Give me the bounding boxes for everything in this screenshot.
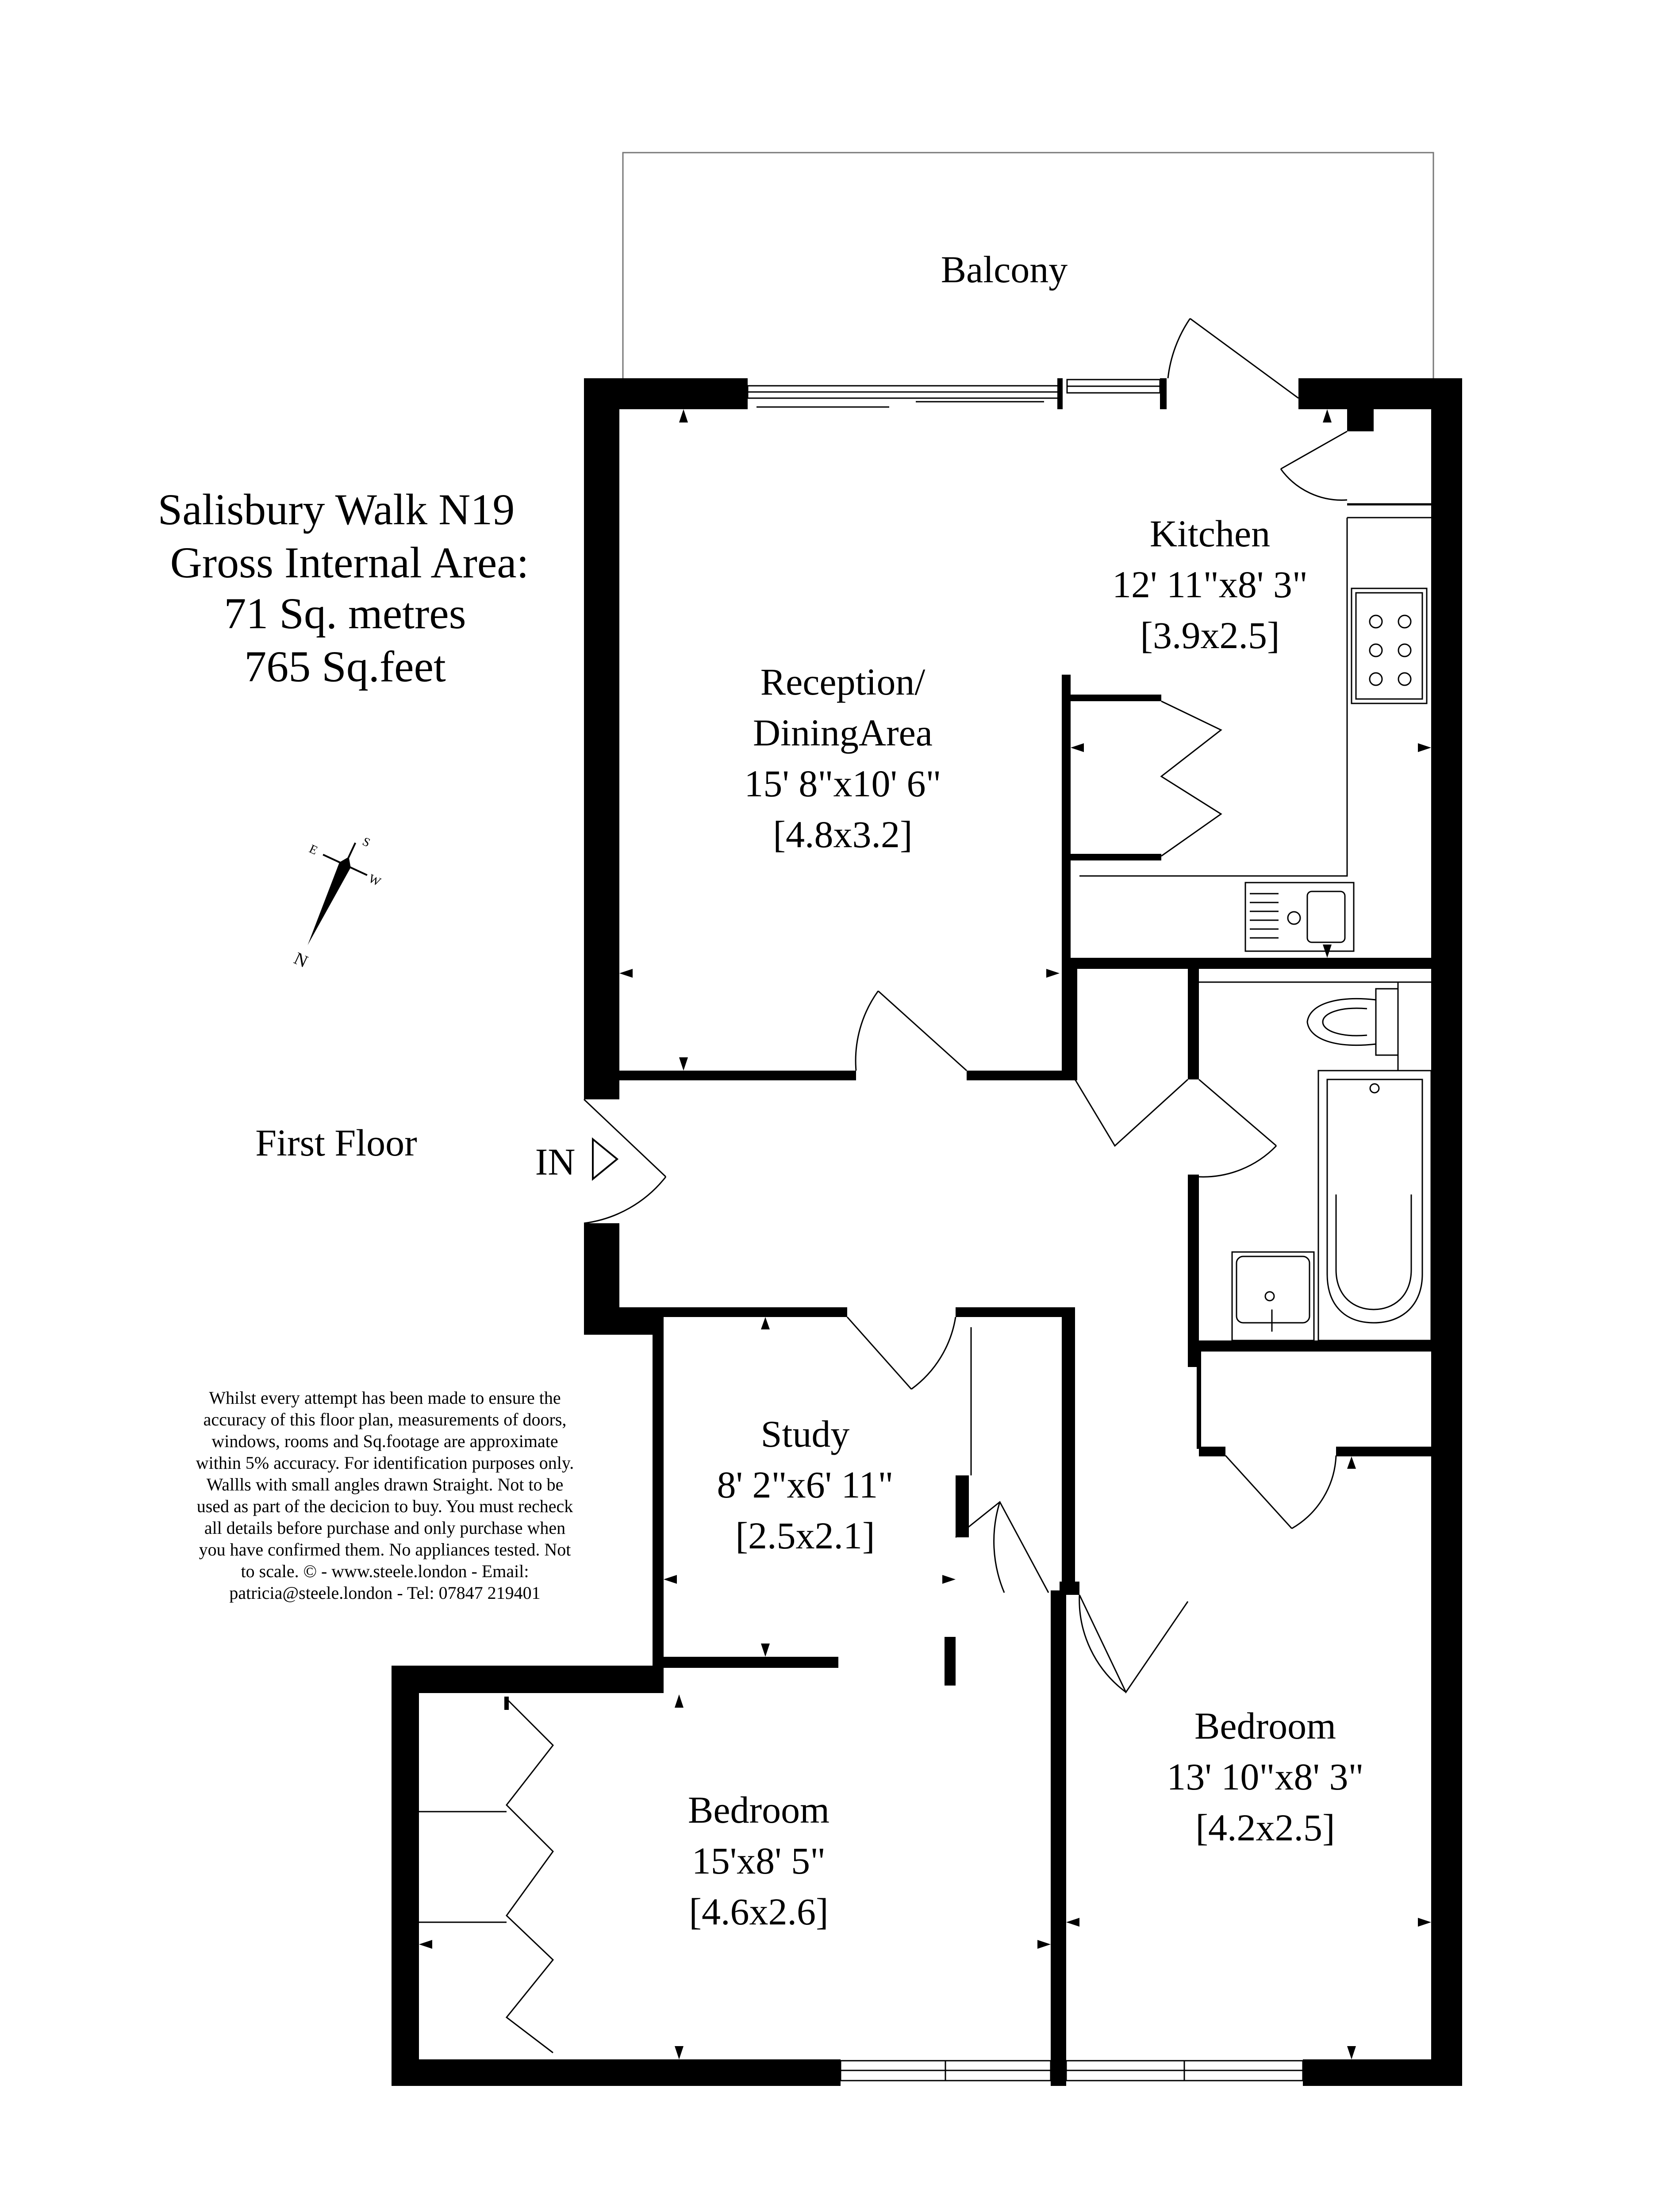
room-name: Study — [761, 1413, 850, 1455]
compass-w: W — [366, 872, 383, 889]
room-label-reception: Reception/ DiningArea 15' 8"x10' 6" [4.8… — [744, 661, 941, 856]
room-name: Bedroom — [1194, 1705, 1336, 1747]
compass-n: N — [291, 948, 311, 972]
disclaimer-line: windows, rooms and Sq.footage are approx… — [211, 1431, 558, 1451]
exterior-walls — [392, 378, 1462, 2086]
disclaimer-line: to scale. © - www.steele.london - Email: — [241, 1561, 529, 1581]
bathroom-fixtures — [1199, 981, 1432, 1341]
room-name: Reception/ — [760, 661, 926, 703]
room-dimensions-imperial: 15' 8"x10' 6" — [744, 762, 941, 805]
disclaimer-line: all details before purchase and only pur… — [204, 1518, 565, 1538]
kitchen-sink-icon — [1244, 882, 1355, 952]
disclaimer-line: Wallls with small angles drawn Straight.… — [207, 1475, 564, 1494]
disclaimer-line: patricia@steele.london - Tel: 07847 2194… — [229, 1583, 540, 1603]
room-label-bedroom-2: Bedroom 13' 10"x8' 3" [4.2x2.5] — [1167, 1705, 1363, 1849]
room-label-bedroom-1: Bedroom 15'x8' 5" [4.6x2.6] — [688, 1789, 830, 1933]
kitchen-fixtures — [1079, 517, 1431, 952]
room-dimensions-metric: [4.8x3.2] — [773, 813, 912, 856]
entrance-label: IN — [535, 1141, 576, 1183]
room-label-study: Study 8' 2"x6' 11" [2.5x2.1] — [717, 1413, 893, 1557]
basin-icon — [1231, 1251, 1315, 1341]
balcony-label: Balcony — [941, 248, 1068, 291]
entrance-arrow-icon — [592, 1137, 619, 1181]
hob-icon — [1351, 588, 1428, 704]
disclaimer-line: Whilst every attempt has been made to en… — [209, 1388, 561, 1408]
compass-icon: S E W N — [291, 835, 383, 972]
disclaimer-line: used as part of the decicion to buy. You… — [197, 1496, 573, 1516]
doors — [419, 318, 1431, 2054]
property-header: Salisbury Walk N19 Gross Internal Area: … — [158, 485, 529, 691]
room-dimensions-metric: [4.6x2.6] — [689, 1890, 828, 1933]
disclaimer: Whilst every attempt has been made to en… — [196, 1388, 574, 1603]
room-dimensions-imperial: 8' 2"x6' 11" — [717, 1463, 893, 1506]
windows — [747, 378, 1304, 2081]
compass-e: E — [307, 842, 320, 857]
disclaimer-line: within 5% accuracy. For identification p… — [196, 1453, 574, 1473]
room-dimensions-imperial: 15'x8' 5" — [692, 1839, 826, 1882]
balcony-outline — [622, 152, 1434, 385]
toilet-icon — [1306, 988, 1399, 1056]
bath-icon — [1317, 1070, 1432, 1341]
room-name: Kitchen — [1150, 512, 1270, 555]
room-name: Bedroom — [688, 1789, 830, 1831]
room-name: DiningArea — [753, 711, 933, 754]
property-title: Salisbury Walk N19 — [158, 485, 515, 534]
area-sq-feet: 765 Sq.feet — [244, 642, 446, 691]
area-sq-metres: 71 Sq. metres — [224, 589, 466, 638]
floor-label: First Floor — [255, 1121, 417, 1164]
room-dimensions-imperial: 12' 11"x8' 3" — [1112, 563, 1308, 606]
compass-s: S — [360, 835, 372, 850]
room-dimensions-metric: [3.9x2.5] — [1140, 614, 1279, 657]
interior-walls — [619, 675, 1431, 2086]
room-dimensions-imperial: 13' 10"x8' 3" — [1167, 1755, 1363, 1798]
room-dimensions-metric: [2.5x2.1] — [735, 1514, 875, 1557]
disclaimer-line: you have confirmed them. No appliances t… — [199, 1540, 571, 1559]
dimension-arrows — [419, 409, 1431, 2059]
room-label-kitchen: Kitchen 12' 11"x8' 3" [3.9x2.5] — [1112, 512, 1308, 657]
disclaimer-line: accuracy of this floor plan, measurement… — [204, 1409, 567, 1429]
gross-area-label: Gross Internal Area: — [170, 538, 529, 587]
room-dimensions-metric: [4.2x2.5] — [1195, 1806, 1335, 1849]
